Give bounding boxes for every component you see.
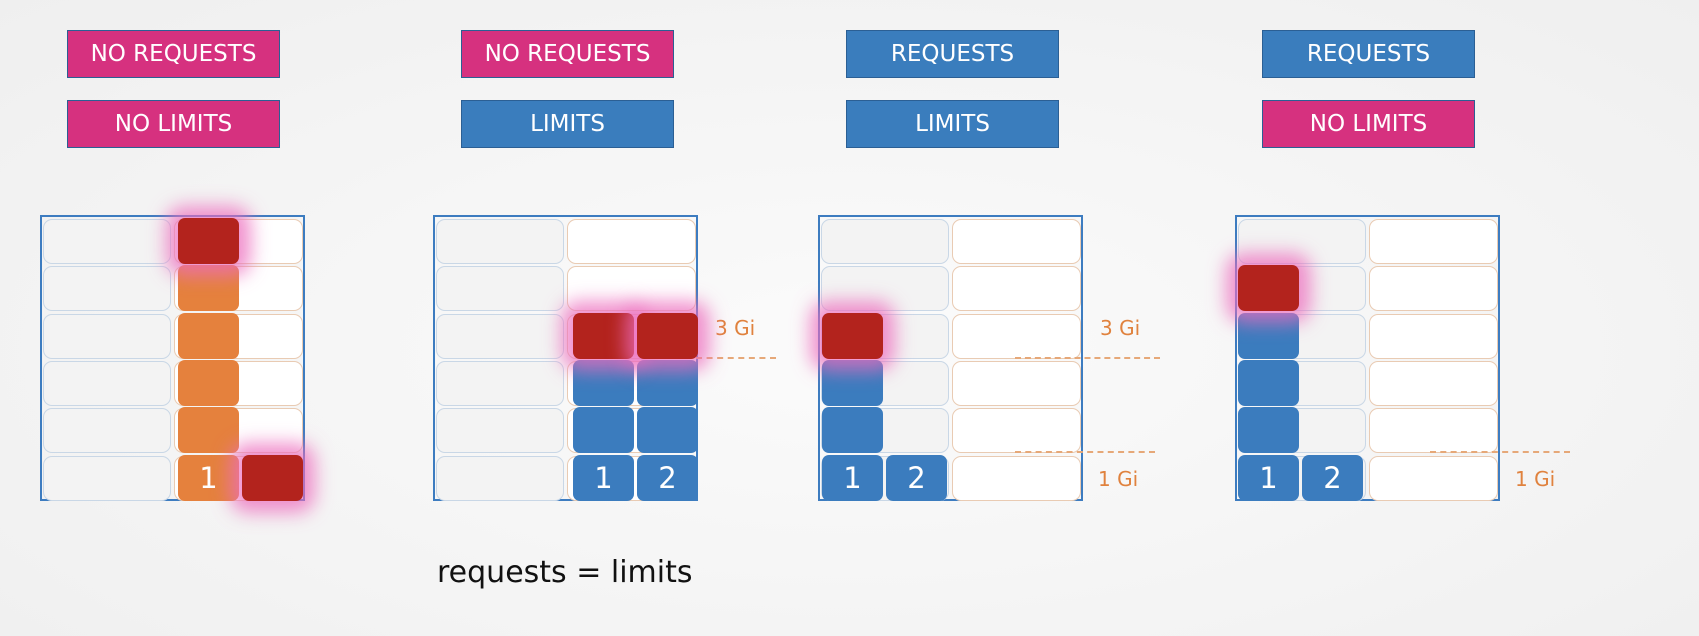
memory-block bbox=[822, 359, 883, 406]
memory-cell bbox=[952, 360, 1081, 406]
requests-tag: REQUESTS bbox=[1262, 30, 1475, 78]
memory-cell bbox=[952, 455, 1081, 501]
exceeded-memory-block bbox=[242, 454, 303, 501]
memory-block bbox=[178, 312, 239, 359]
requests-tag: NO REQUESTS bbox=[67, 30, 280, 78]
memory-cell bbox=[821, 219, 949, 264]
memory-cell bbox=[1369, 455, 1498, 501]
container-number: 1 bbox=[1238, 454, 1299, 501]
limit-line bbox=[1015, 357, 1160, 359]
memory-block bbox=[637, 359, 698, 406]
memory-cell bbox=[1238, 219, 1366, 264]
memory-cell bbox=[436, 219, 564, 264]
memory-cell bbox=[43, 266, 171, 312]
exceeded-memory-block bbox=[637, 312, 698, 359]
requests-tag: REQUESTS bbox=[846, 30, 1059, 78]
request-line bbox=[1015, 451, 1155, 453]
memory-cell bbox=[436, 313, 564, 359]
memory-cell bbox=[1369, 219, 1498, 264]
container-number: 2 bbox=[886, 454, 947, 501]
exceeded-memory-block bbox=[822, 312, 883, 359]
memory-cell bbox=[567, 266, 696, 312]
container-number: 2 bbox=[637, 454, 698, 501]
memory-block bbox=[573, 407, 634, 454]
node-panel: 1 bbox=[40, 215, 305, 501]
exceeded-memory-block bbox=[573, 312, 634, 359]
memory-cell bbox=[821, 266, 949, 312]
limits-tag: NO LIMITS bbox=[1262, 100, 1475, 148]
memory-block bbox=[637, 407, 698, 454]
memory-block bbox=[178, 359, 239, 406]
memory-block bbox=[573, 359, 634, 406]
memory-cell bbox=[952, 408, 1081, 454]
limits-tag: NO LIMITS bbox=[67, 100, 280, 148]
request-label: 1 Gi bbox=[1515, 467, 1556, 491]
memory-cell bbox=[43, 408, 171, 454]
request-label: 1 Gi bbox=[1098, 467, 1139, 491]
memory-cell bbox=[436, 266, 564, 312]
memory-cell bbox=[1369, 266, 1498, 312]
exceeded-memory-block bbox=[1238, 265, 1299, 312]
memory-block bbox=[1238, 359, 1299, 406]
memory-cell bbox=[952, 219, 1081, 264]
memory-block bbox=[822, 407, 883, 454]
memory-block bbox=[1238, 312, 1299, 359]
request-line bbox=[1430, 451, 1570, 453]
memory-cell bbox=[436, 455, 564, 501]
memory-cell bbox=[436, 408, 564, 454]
caption: requests = limits bbox=[437, 555, 693, 590]
limits-tag: LIMITS bbox=[846, 100, 1059, 148]
memory-cell bbox=[567, 219, 696, 264]
limit-line bbox=[696, 357, 776, 359]
memory-cell bbox=[436, 360, 564, 406]
exceeded-memory-block bbox=[178, 218, 239, 264]
memory-cell bbox=[43, 455, 171, 501]
memory-cell bbox=[1369, 408, 1498, 454]
container-number: 1 bbox=[822, 454, 883, 501]
memory-cell bbox=[43, 313, 171, 359]
memory-cell bbox=[43, 219, 171, 264]
requests-tag: NO REQUESTS bbox=[461, 30, 674, 78]
container-number: 1 bbox=[573, 454, 634, 501]
memory-cell bbox=[43, 360, 171, 406]
container-number: 1 bbox=[178, 454, 239, 501]
memory-cell bbox=[952, 313, 1081, 359]
memory-cell bbox=[1369, 360, 1498, 406]
limit-label: 3 Gi bbox=[715, 316, 756, 340]
memory-cell bbox=[952, 266, 1081, 312]
memory-block bbox=[178, 265, 239, 312]
memory-block bbox=[178, 407, 239, 454]
limit-label: 3 Gi bbox=[1100, 316, 1141, 340]
container-number: 2 bbox=[1302, 454, 1363, 501]
memory-cell bbox=[1369, 313, 1498, 359]
limits-tag: LIMITS bbox=[461, 100, 674, 148]
memory-block bbox=[1238, 407, 1299, 454]
